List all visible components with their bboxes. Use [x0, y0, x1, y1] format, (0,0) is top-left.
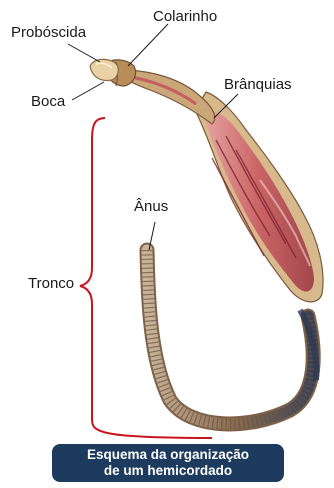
caption-line-1: Esquema da organização [52, 447, 284, 463]
label-anus: Ânus [134, 198, 168, 215]
proboscis [90, 59, 118, 80]
caption-line-2: de um hemicordado [52, 463, 284, 479]
leader-boca [72, 82, 104, 100]
leader-proboscida [68, 44, 100, 62]
label-colarinho: Colarinho [153, 8, 217, 25]
label-proboscida: Probóscida [11, 24, 86, 41]
label-boca: Boca [31, 93, 65, 110]
gill-body [195, 92, 323, 302]
label-tronco: Tronco [28, 275, 74, 292]
figure-caption: Esquema da organização de um hemicordado [52, 444, 284, 482]
label-branquias: Brânquias [224, 76, 292, 93]
leader-colarinho [128, 24, 168, 66]
